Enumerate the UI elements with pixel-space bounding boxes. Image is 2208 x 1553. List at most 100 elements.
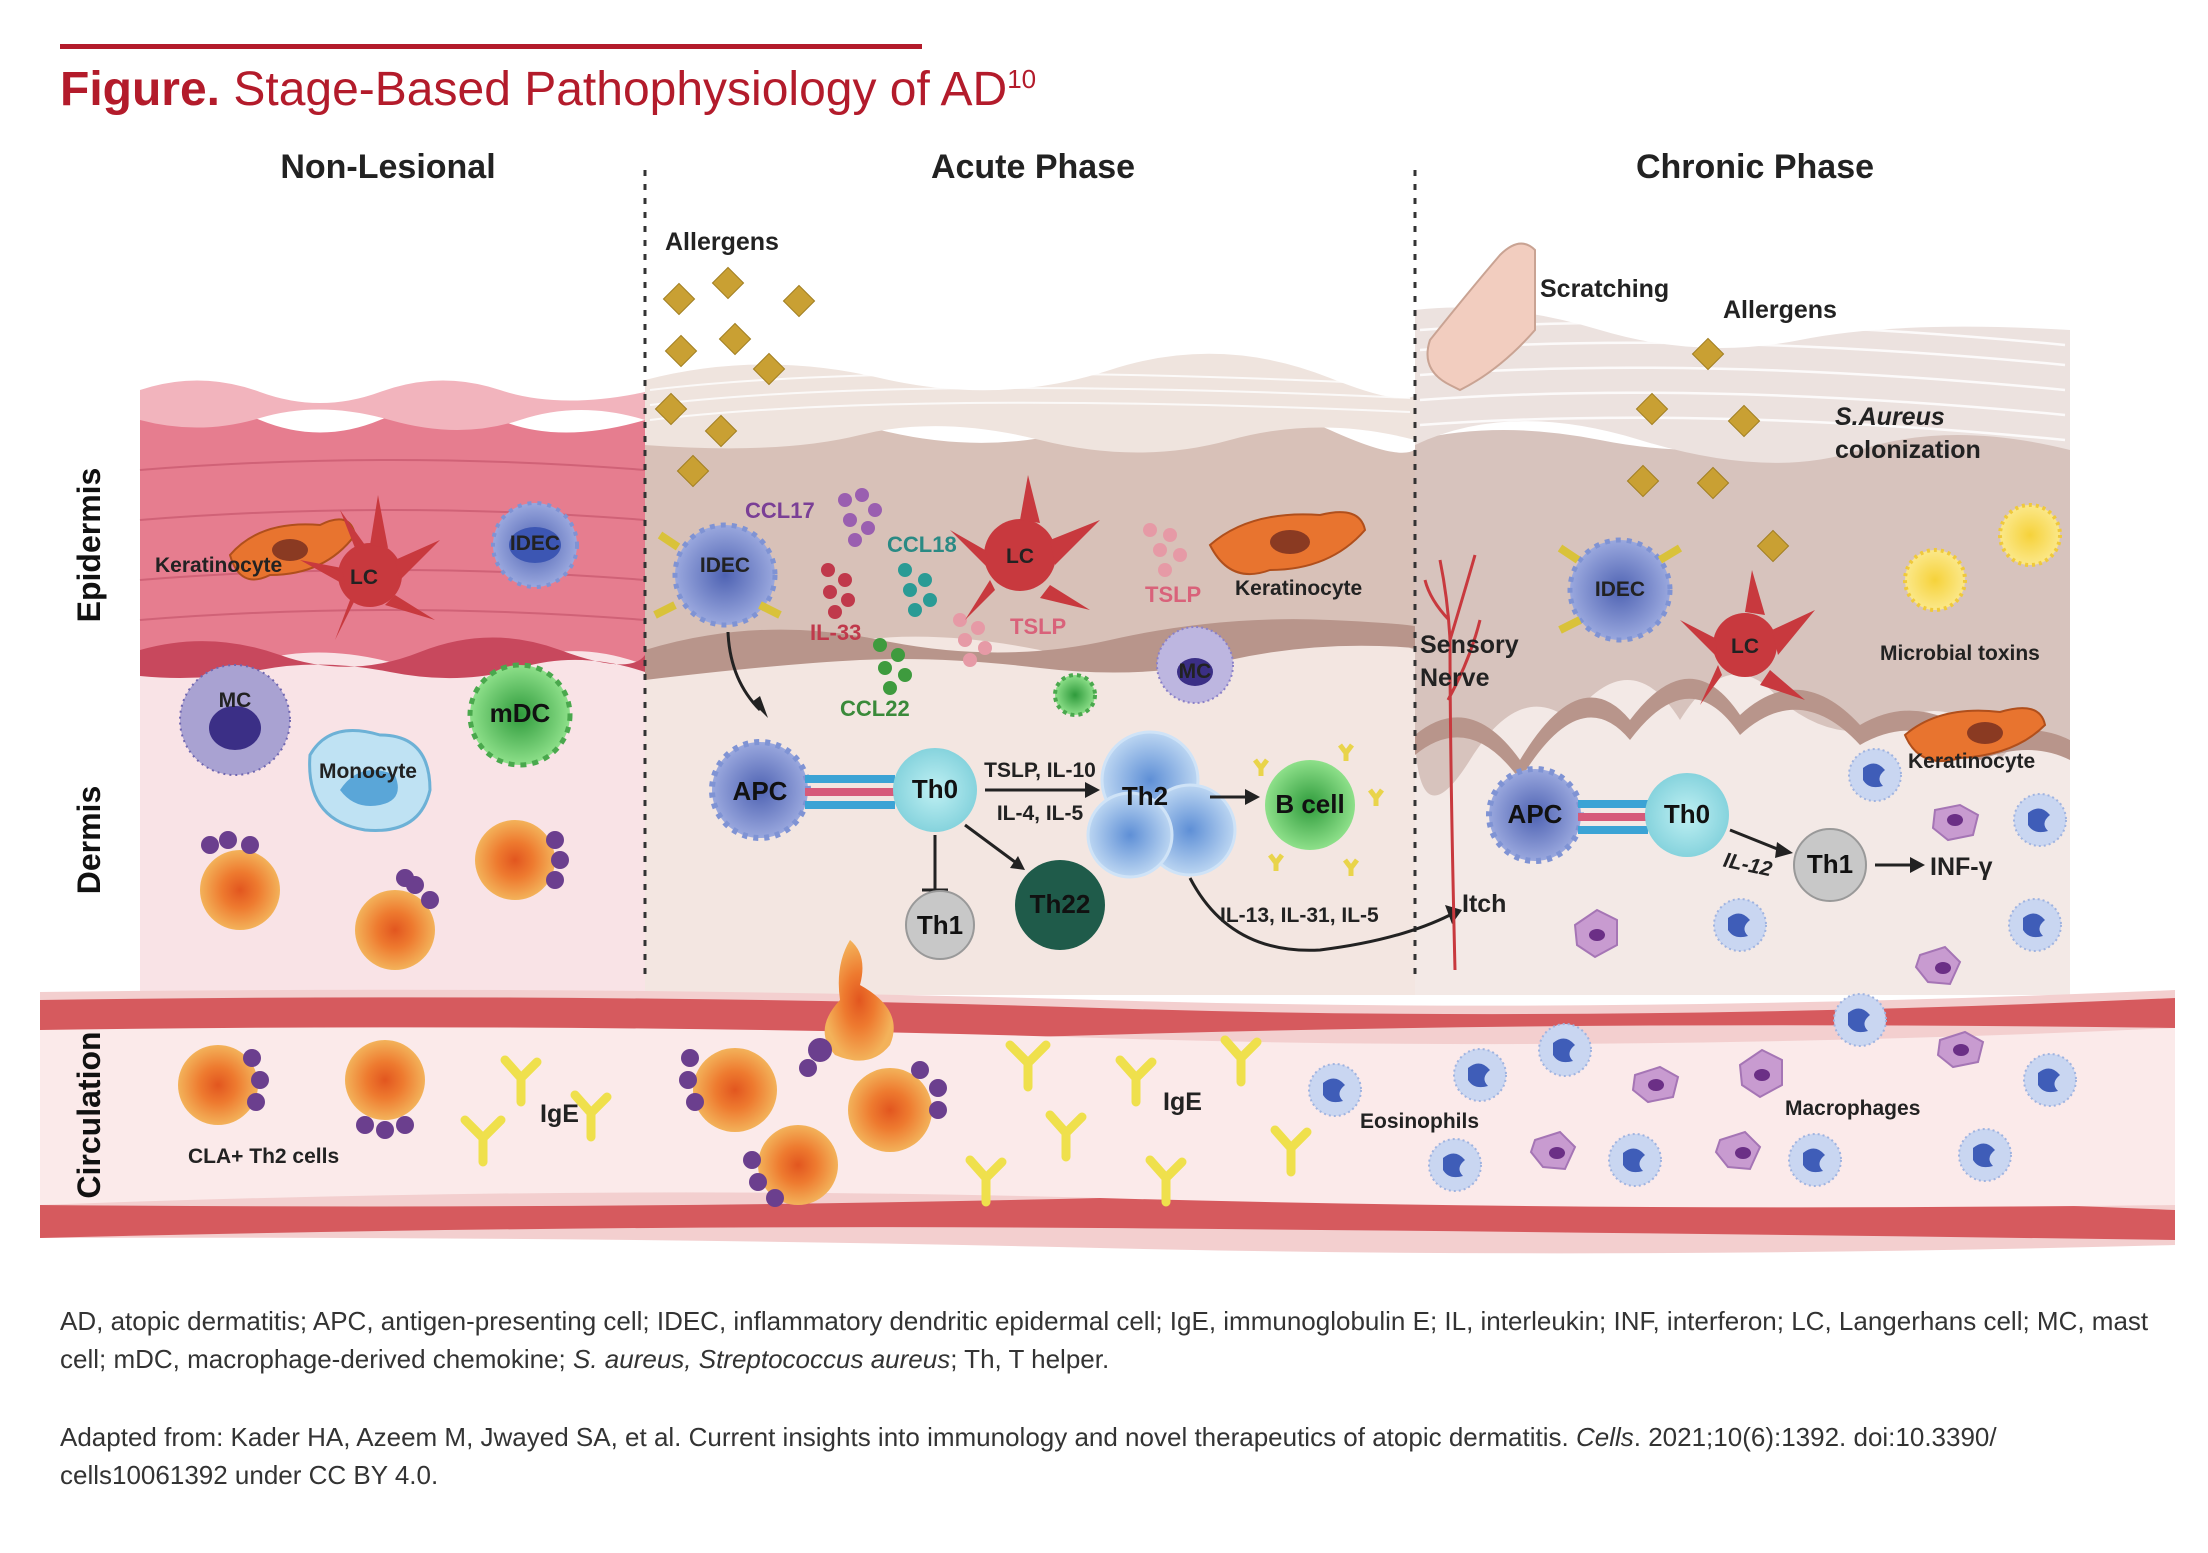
circ-acute-cell-icon (743, 1125, 838, 1207)
circ-macrophage-icon (1529, 1130, 1577, 1171)
chronic-scratching-label: Scratching (1540, 275, 1669, 303)
chronic-idec-icon (1557, 537, 1683, 643)
nl-th2-cell-icon (200, 831, 280, 930)
circ-acute-cell-icon (679, 1048, 777, 1132)
acute-tslp-dots (953, 613, 992, 667)
circ-ige-label-1: IgE (540, 1100, 579, 1128)
chronic-keratinocyte-label: Keratinocyte (1908, 750, 2035, 773)
acute-th22-arrow (964, 823, 1016, 864)
acute-th0-th2-arrowhead (1085, 782, 1100, 798)
footnote-source-text-2: . 2021;10(6):1392. doi:10.3390/ cells100… (60, 1422, 1997, 1490)
acute-ccl22-label: CCL22 (840, 696, 910, 721)
circ-eosinophil-icon (2023, 1053, 2077, 1107)
acute-keratinocyte-icon (1208, 511, 1367, 575)
acute-th2-label: Th2 (1122, 781, 1168, 811)
chronic-th0-label: Th0 (1664, 799, 1710, 829)
nonlesional-epidermis (140, 407, 645, 671)
nl-mc-icon (179, 664, 291, 776)
acute-ccl17-dots (838, 488, 882, 547)
chronic-sensory-label-1: Sensory (1420, 631, 1519, 659)
acute-th0-icon (893, 748, 977, 832)
nl-monocyte-icon (308, 729, 432, 832)
chronic-finger-icon (1426, 242, 1536, 392)
footnote-abbrev-text-1: AD, atopic dermatitis; APC, antigen-pres… (60, 1306, 2149, 1374)
nl-keratinocyte-label: Keratinocyte (155, 554, 282, 577)
acute-apc-label: APC (733, 776, 788, 806)
acute-idec-arrowhead (752, 696, 768, 718)
acute-basal-layer (645, 619, 1420, 680)
chronic-microbial-label: Microbial toxins (1880, 642, 2040, 665)
footnote-source-journal: Cells (1575, 1422, 1634, 1452)
acute-il33-dots (821, 563, 855, 619)
chronic-lc-label: LC (1731, 635, 1759, 658)
nl-lc-label: LC (350, 566, 378, 589)
chronic-macrophage-icon (1914, 945, 1962, 986)
nl-th2-cell-icon (355, 869, 439, 970)
chronic-th1-arrowhead (1910, 857, 1925, 873)
footnote-source-text-1: Adapted from: Kader HA, Azeem M, Jwayed … (60, 1422, 1576, 1452)
circ-eosinophil-icon (1833, 993, 1887, 1047)
acute-ccl17-label: CCL17 (745, 498, 815, 523)
chronic-basal-layer (1415, 678, 2070, 780)
chronic-macrophage-icon (1573, 908, 1618, 959)
acute-idec-icon (653, 522, 782, 628)
layer-label-circulation: Circulation (71, 1031, 107, 1198)
acute-tslp2-dots (1143, 523, 1187, 577)
chronic-idec-label: IDEC (1595, 578, 1645, 601)
acute-allergen-particles (654, 266, 816, 488)
circ-macrophage-icon (1714, 1130, 1762, 1171)
chronic-th0-icon (1645, 773, 1729, 857)
circ-eosinophil-icon (1428, 1138, 1482, 1192)
footnote-source: Adapted from: Kader HA, Azeem M, Jwayed … (60, 1418, 2160, 1494)
layer-label-dermis: Dermis (71, 786, 107, 895)
chronic-eosinophil-icon (2013, 793, 2067, 847)
nl-th2-cell-icon (475, 820, 569, 900)
circ-ige-label-2: IgE (1163, 1088, 1202, 1116)
acute-synapse-icon (805, 775, 895, 809)
nl-keratinocyte-icon (228, 518, 357, 581)
chronic-th0-th1-arrowhead (1775, 842, 1793, 858)
acute-arrow-label-bottom: IL-4, IL-5 (997, 802, 1084, 825)
chronic-th1-label: Th1 (1807, 849, 1853, 879)
chronic-itch-label: Itch (1462, 890, 1506, 918)
chronic-eosinophil-icon (1713, 898, 1767, 952)
acute-idec-label: IDEC (700, 554, 750, 577)
chronic-synapse-icon (1578, 800, 1648, 834)
circ-eosinophil-icon (1958, 1128, 2012, 1182)
nl-idec-icon (491, 501, 579, 589)
circ-eosinophils-label: Eosinophils (1360, 1110, 1479, 1133)
circ-eosinophil-icon (1453, 1048, 1507, 1102)
acute-lc-label: LC (1006, 545, 1034, 568)
nl-idec-label: IDEC (510, 532, 560, 555)
chronic-saureus-label-1: S.Aureus (1835, 403, 1945, 431)
circ-macrophage-icon (1738, 1048, 1783, 1099)
acute-bcell-icon (1253, 743, 1384, 876)
chronic-th1-icon (1793, 828, 1867, 902)
acute-itch-arrow (1188, 877, 1451, 952)
figure-title-text: Stage-Based Pathophysiology of AD (233, 63, 1008, 116)
circ-acute-cell-icon (799, 1038, 832, 1077)
footnote-abbrev-text-2: ; Th, T helper. (950, 1344, 1110, 1374)
chronic-lc-icon (1680, 570, 1815, 705)
nl-mc-label: MC (219, 689, 252, 712)
chronic-sensory-nerve-icon (1423, 554, 1482, 971)
figure-label: Figure. (60, 63, 221, 116)
acute-th22-label: Th22 (1030, 889, 1091, 919)
circ-macrophage-icon (1631, 1065, 1680, 1104)
nonlesional-stratum-corneum (140, 380, 645, 430)
acute-keratinocyte-label: Keratinocyte (1235, 577, 1362, 600)
acute-th1-label: Th1 (917, 910, 963, 940)
acute-il33-label: IL-33 (810, 620, 861, 645)
chronic-eosinophil-icon (1848, 748, 1902, 802)
chronic-allergens-label: Allergens (1723, 296, 1837, 324)
chronic-allergen-particles (1626, 337, 1790, 563)
footnote-abbreviations: AD, atopic dermatitis; APC, antigen-pres… (60, 1302, 2160, 1378)
circ-cla-cell-icon (345, 1040, 425, 1139)
acute-il-line-label: IL-13, IL-31, IL-5 (1220, 904, 1379, 927)
acute-bcell-label: B cell (1275, 789, 1344, 819)
circ-cla-label: CLA+ Th2 cells (188, 1145, 339, 1168)
circ-cla-cell-icon (178, 1045, 269, 1125)
title-rule (60, 44, 922, 49)
acute-extravasating-cell-icon (824, 940, 894, 1061)
circ-ige-icon (460, 1055, 612, 1167)
